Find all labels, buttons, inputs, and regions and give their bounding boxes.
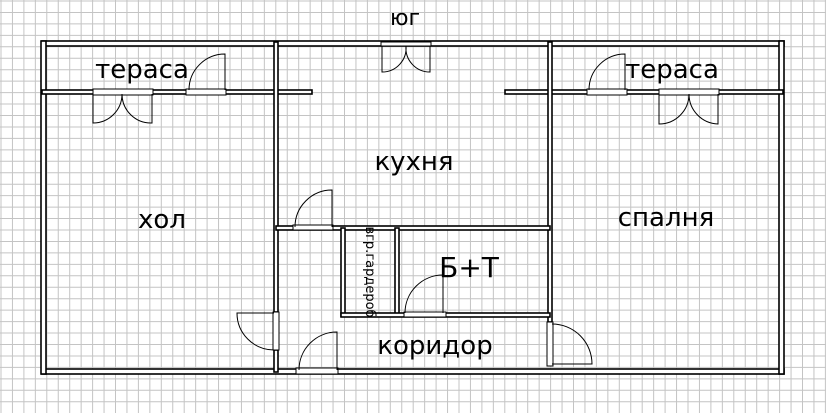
label-terrace-right: тераса [625, 55, 719, 85]
door-hall-terrace [92, 93, 153, 124]
door-entrance [298, 331, 338, 371]
door-bedroom [551, 323, 593, 365]
label-south: юг [390, 6, 420, 31]
label-wardrobe: вгр.гардероб [362, 226, 377, 317]
wall-hall-kitchen [273, 41, 279, 313]
labels: юг тераса тераса кухня хол спалня Б+Т вг… [95, 6, 719, 361]
door-bathroom [404, 274, 444, 314]
outer-wall-bottom [41, 368, 785, 375]
door-hall [236, 312, 275, 351]
wall-wardrobe-right [394, 227, 400, 317]
label-hall: хол [138, 205, 186, 235]
label-terrace-left: тераса [95, 55, 189, 85]
wall-kitchen-bedroom [547, 41, 553, 323]
door-terrace-right [588, 53, 626, 91]
terrace-wall-left [41, 89, 313, 95]
door-bedroom-terrace [658, 93, 719, 125]
door-south [381, 45, 431, 73]
label-kitchen: кухня [374, 147, 453, 177]
door-kitchen [294, 189, 333, 228]
outer-wall-right [778, 40, 785, 375]
label-bathroom: Б+Т [439, 251, 500, 284]
door-terrace-left [188, 53, 226, 91]
wall-hall-corridor [273, 349, 279, 373]
label-bedroom: спалня [618, 203, 714, 233]
label-corridor: коридор [377, 331, 492, 361]
doors [92, 41, 720, 375]
terrace-wall-right [504, 89, 784, 95]
wall-kitchen-bottom [275, 225, 551, 231]
outer-wall-left [40, 40, 47, 375]
wall-wardrobe-left [340, 227, 346, 317]
